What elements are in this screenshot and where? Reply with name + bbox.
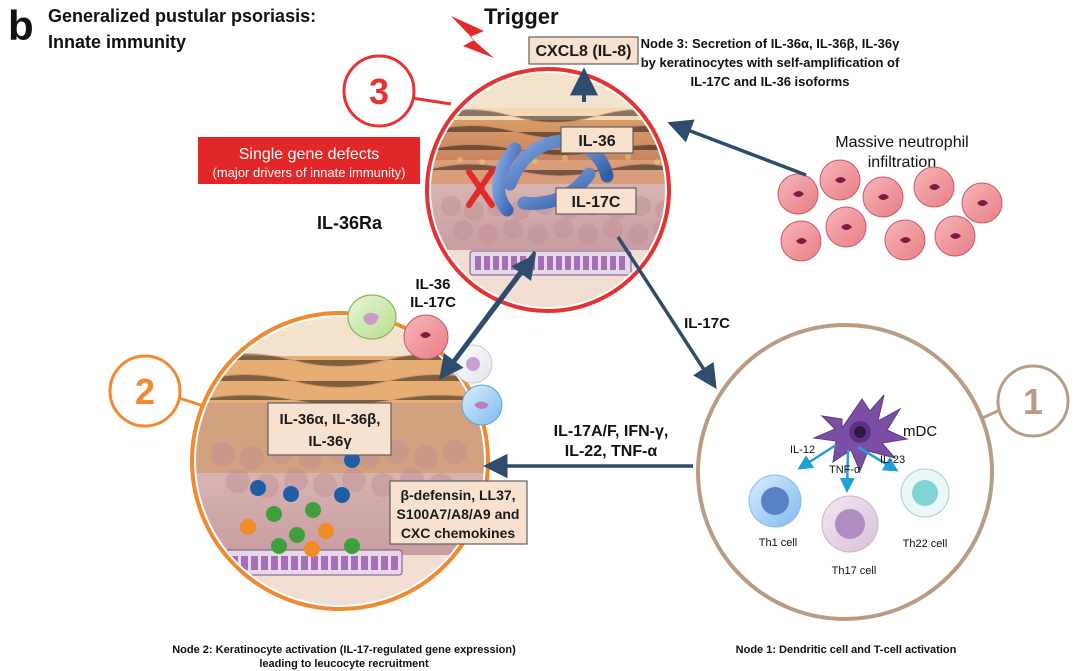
massive-neutrophil-line-2: infiltration [868, 154, 936, 171]
th1-cell [748, 474, 802, 528]
th17-cell [821, 495, 879, 553]
mdc-to-th22-arrow [857, 445, 899, 472]
il17c-box-label: IL-17C [572, 194, 621, 211]
th22-label: Th22 cell [903, 538, 948, 550]
node1-number: 1 [1023, 381, 1043, 422]
trigger-label: Trigger [484, 4, 559, 29]
single-gene-defects-line-2: (major drivers of innate immunity) [213, 165, 406, 180]
node3-description-line-3: IL-17C and IL-36 isoforms [691, 74, 850, 89]
tnfa-label: TNF-α [829, 464, 861, 476]
footer-left-line-2: leading to leucocyte recruitment [259, 658, 429, 670]
neutrophil-to-node3-arrow [667, 119, 807, 177]
node1-number-badge: 1 [996, 364, 1070, 438]
mdc-to-th1-arrow [797, 443, 837, 470]
il36ra-cross-icon [466, 168, 495, 208]
node3-number: 3 [369, 71, 389, 112]
left-mid-label-line-2: IL-17C [410, 294, 456, 311]
node2-box-2-line-2: S100A7/A8/A9 and [397, 506, 520, 522]
node2-box-2-line-1: β-defensin, LL37, [400, 487, 515, 503]
title-line-1: Generalized pustular psoriasis: [48, 6, 316, 26]
footer-right: Node 1: Dendritic cell and T-cell activa… [736, 644, 957, 656]
il36-box-label: IL-36 [578, 133, 615, 150]
node3-number-badge: 3 [342, 54, 416, 128]
node2-box-1 [267, 402, 392, 456]
node2-number-badge: 2 [108, 354, 182, 428]
trigger-group: Trigger [451, 4, 559, 58]
node3-description-line-2: by keratinocytes with self-amplification… [641, 55, 900, 70]
single-gene-defects-line-1: Single gene defects [239, 146, 380, 163]
th22-cell [900, 468, 950, 518]
th17-label: Th17 cell [832, 565, 877, 577]
il23-label: IL-23 [880, 454, 905, 466]
footer-left-line-1: Node 2: Keratinocyte activation (IL-17-r… [172, 644, 516, 656]
massive-neutrophil-cluster: Massive neutrophil infiltration [777, 134, 1003, 262]
il12-label: IL-12 [790, 444, 815, 456]
il17c-right-label: IL-17C [684, 315, 730, 332]
left-mid-label-line-1: IL-36 [415, 276, 450, 293]
node2-box-1-line-1: IL-36α, IL-36β, [280, 411, 381, 428]
node3-circle: CXCL8 (IL-8) IL-36 IL-17C [425, 36, 671, 313]
cxcl8-box [528, 36, 639, 65]
node2-chemokine-dots [240, 452, 360, 557]
single-gene-defects-banner [198, 137, 420, 184]
mdc-to-th17-arrow [839, 449, 855, 493]
node1-circle: mDC IL-12 TNF-α IL-23 Th1 cell Th17 cell… [696, 323, 994, 621]
node2-box-2 [389, 480, 528, 545]
trigger-bolt-icon [451, 16, 494, 58]
node3-to-node2-arrow [439, 250, 537, 380]
node2-box-1-line-2: IL-36γ [308, 433, 352, 450]
node2-box-2-line-3: CXC chemokines [401, 525, 516, 541]
node2-number: 2 [135, 371, 155, 412]
cxcl8-label: CXCL8 (IL-8) [536, 43, 632, 60]
il17c-box [555, 187, 637, 215]
mdc-label: mDC [903, 423, 937, 440]
panel-letter: b [8, 2, 34, 49]
il36ra-label: IL-36Ra [317, 213, 383, 233]
node3-badge-connector [411, 96, 452, 106]
node3-description-line-1: Node 3: Secretion of IL-36α, IL-36β, IL-… [641, 36, 900, 51]
il36-box [560, 126, 634, 154]
middle-arrow-label-line-1: IL-17A/F, IFN-γ, [554, 423, 669, 440]
title-line-2: Innate immunity [48, 32, 186, 52]
middle-arrow-label-line-2: IL-22, TNF-α [565, 443, 658, 460]
node3-to-node1-arrow [616, 236, 717, 390]
massive-neutrophil-line-1: Massive neutrophil [835, 134, 968, 151]
th1-label: Th1 cell [759, 537, 798, 549]
mdc-cell [812, 394, 909, 473]
